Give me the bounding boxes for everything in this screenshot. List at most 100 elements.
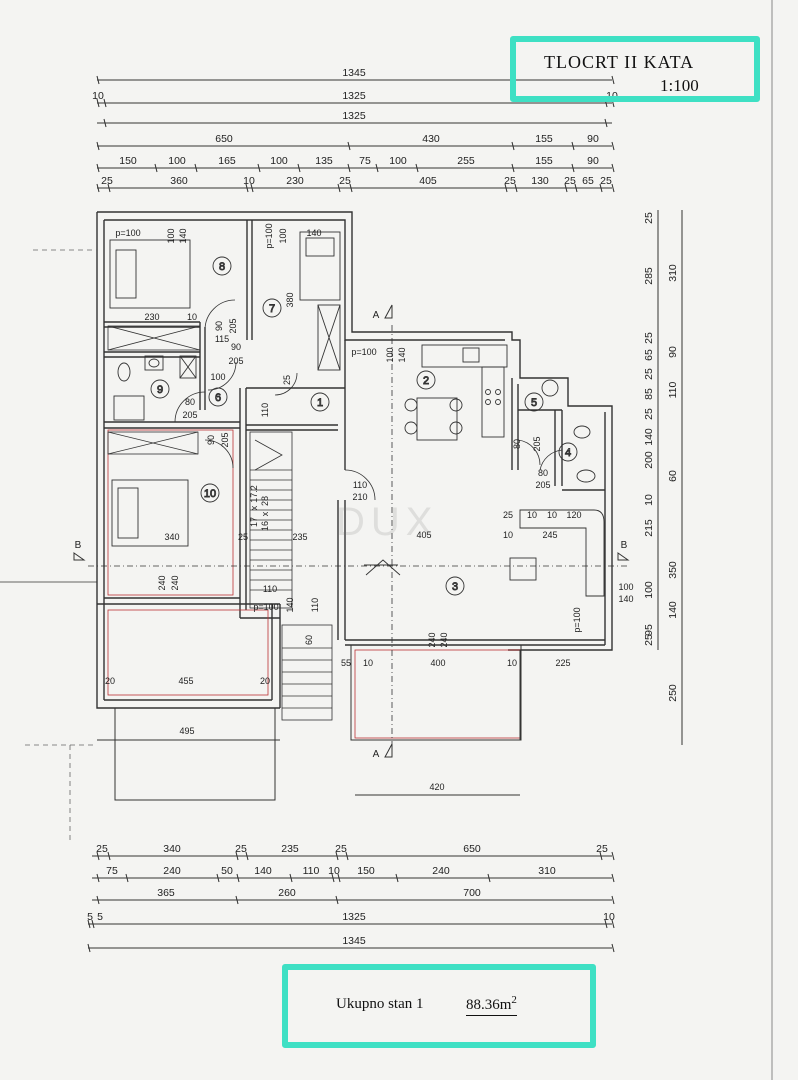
dim-top-label: 25 <box>101 175 113 187</box>
plan-dimension-label: 100 <box>166 228 176 243</box>
plan-dimension-label: 340 <box>164 532 179 542</box>
plan-dimension-label: x <box>249 505 259 510</box>
dim-top-label: 65 <box>582 175 594 187</box>
dim-top-label: 25 <box>564 175 576 187</box>
plan-dimension-label: p=100 <box>351 347 376 357</box>
plan-dimension-label: 140 <box>618 594 633 604</box>
dim-right-label: 25 <box>643 368 655 380</box>
plan-dimension-label: 80 <box>512 439 522 449</box>
room-number: 10 <box>204 488 216 500</box>
plan-dimension-label: p=100 <box>115 228 140 238</box>
plan-dimension-label: 205 <box>182 410 197 420</box>
plan-dimension-label: 110 <box>263 584 277 594</box>
dim-top-label: 10 <box>243 175 255 187</box>
plan-dimension-label: 455 <box>178 676 193 686</box>
dim-bottom-label: 310 <box>538 865 556 877</box>
dim-top-label: 100 <box>389 155 407 167</box>
dim-top-label: 25 <box>504 175 516 187</box>
plan-dimension-label: 140 <box>397 347 407 362</box>
plan-dimension-label: 90 <box>214 321 224 331</box>
total-area-label: Ukupno stan 1 <box>336 996 424 1012</box>
dim-right-label: 25 <box>643 332 655 344</box>
plan-dimension-label: 90 <box>231 342 241 352</box>
dim-bottom-label: 25 <box>596 843 608 855</box>
plan-dimension-label: 110 <box>260 403 270 417</box>
total-area-block: Ukupno stan 1 88.36m2 <box>282 964 596 1048</box>
plan-dimension-label: 405 <box>416 530 431 540</box>
plan-dimension-label: 20 <box>260 676 270 686</box>
dim-right-label: 140 <box>667 601 679 619</box>
plan-dimension-label: 205 <box>535 480 550 490</box>
dim-bottom-label: 650 <box>463 843 481 855</box>
room-number: 7 <box>269 303 275 315</box>
dim-bottom-label: 240 <box>163 865 181 877</box>
dim-bottom-label: 150 <box>357 865 375 877</box>
dim-bottom-label: 365 <box>157 887 175 899</box>
watermark: DUX <box>336 500 439 544</box>
dim-right-label: 25 <box>643 408 655 420</box>
total-area-value: 88.36m2 <box>466 994 517 1016</box>
dim-right-label: 200 <box>643 451 655 469</box>
plan-dimension-label: 205 <box>228 356 243 366</box>
plan-dimension-label: 210 <box>352 492 367 502</box>
dim-right-label: 350 <box>667 561 679 579</box>
plan-dimension-label: 10 <box>363 658 373 668</box>
dim-bottom-label: 240 <box>432 865 450 877</box>
dim-right-label: 60 <box>667 470 679 482</box>
dim-right-label: 25 <box>643 634 655 646</box>
plan-dimension-label: 140 <box>285 597 295 612</box>
dim-top-label: 155 <box>535 133 553 145</box>
dim-right-label: 310 <box>667 264 679 282</box>
dim-top-label: 150 <box>119 155 137 167</box>
plan-dimension-label: p=100 <box>264 223 274 248</box>
section-mark-label: A <box>373 310 380 321</box>
dim-top-label: 255 <box>457 155 475 167</box>
dim-top-label: 25 <box>600 175 612 187</box>
room-circle <box>416 370 436 390</box>
plan-dimension-label: 90 <box>206 435 216 445</box>
plan-dimension-label: 400 <box>430 658 445 668</box>
room-circle <box>212 256 232 276</box>
dim-bottom-label: 700 <box>463 887 481 899</box>
dim-right-label: 250 <box>667 684 679 702</box>
plan-dimension-label: 100 <box>385 347 395 362</box>
dim-bottom-label: 340 <box>163 843 181 855</box>
dim-right-label: 285 <box>643 267 655 285</box>
plan-dimension-label: 140 <box>178 228 188 243</box>
room-circle <box>310 392 330 412</box>
room-circle <box>445 576 465 596</box>
plan-dimension-label: 235 <box>292 532 307 542</box>
dim-top-label: 430 <box>422 133 440 145</box>
plan-dimension-label: x <box>260 511 270 516</box>
plan-dimension-label: 140 <box>306 228 321 238</box>
dim-top-label: 360 <box>170 175 188 187</box>
room-number: 3 <box>452 581 458 593</box>
dim-bottom-label: 75 <box>106 865 118 877</box>
section-mark-label: A <box>373 749 380 760</box>
plan-dimension-label: 495 <box>179 726 194 736</box>
plan-dimension-label: 60 <box>304 635 314 645</box>
room-circle <box>262 298 282 318</box>
plan-dimension-label: 205 <box>228 318 238 333</box>
plan-dimension-label: 420 <box>429 782 444 792</box>
title-block: TLOCRT II KATA 1:100 <box>510 36 760 102</box>
dim-top-label: 100 <box>168 155 186 167</box>
dim-top-label: 100 <box>270 155 288 167</box>
dim-right-label: 110 <box>667 381 679 398</box>
plan-dimension-label: 16 <box>260 521 270 531</box>
room-circle <box>200 483 220 503</box>
dim-right-label: 215 <box>643 519 655 537</box>
dim-bottom-label: 140 <box>254 865 272 877</box>
room-number: 8 <box>219 261 225 273</box>
plan-dimension-label: 10 <box>507 658 517 668</box>
dim-bottom-label: 25 <box>235 843 247 855</box>
dim-top-label: 155 <box>535 155 553 167</box>
room-circle <box>208 387 228 407</box>
dim-top-label: 1325 <box>342 90 366 102</box>
plan-dimension-label: 380 <box>285 292 295 307</box>
room-circle <box>558 442 578 462</box>
plan-dimension-label: 17 <box>249 517 259 527</box>
plan-dimension-label: 245 <box>542 530 557 540</box>
dim-bottom-label: 260 <box>278 887 296 899</box>
